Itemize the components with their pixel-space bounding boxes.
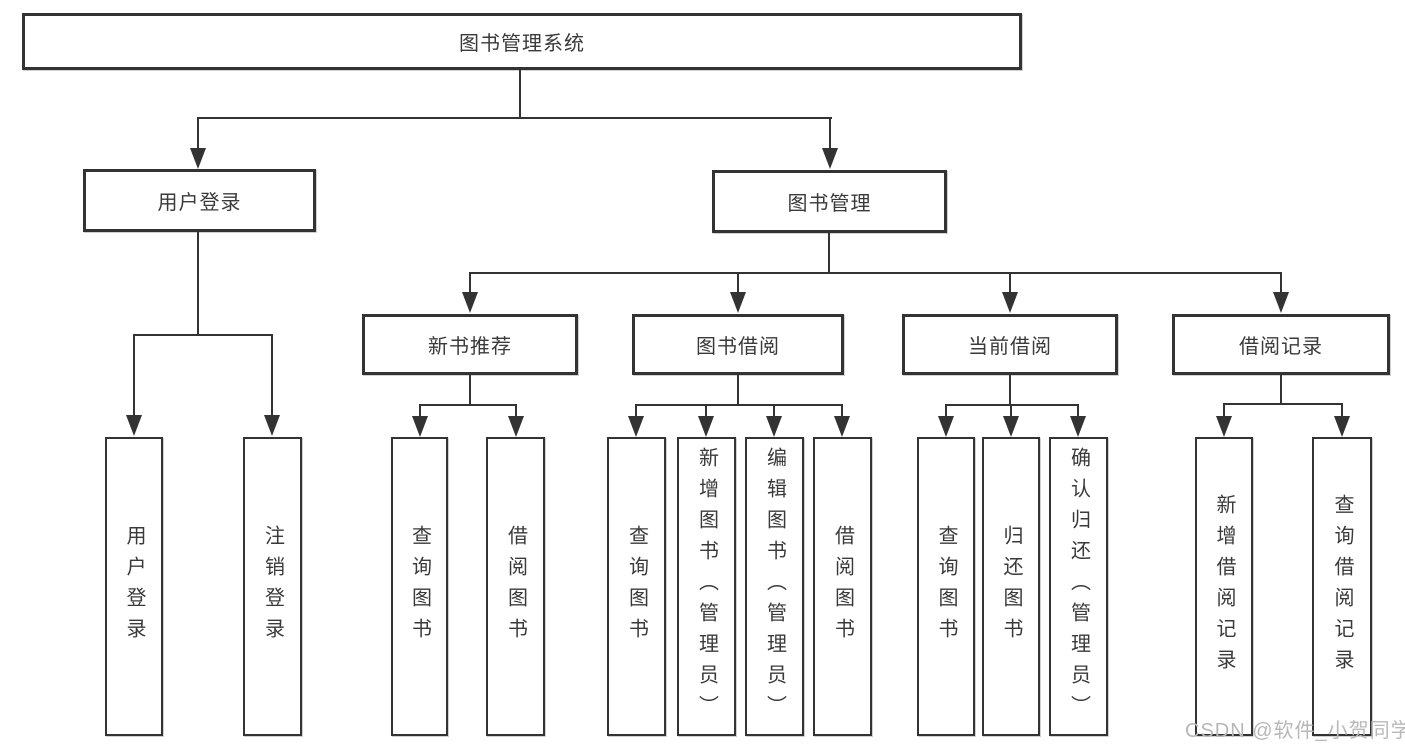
leaf-label: 编辑图书（管理员） [763,447,786,726]
connector-to-leaf [1223,403,1225,419]
connector-user-login-stub [197,232,199,335]
connector-to-leaf [1341,403,1343,419]
leaf-confirm-return-admin: 确认归还（管理员） [1049,437,1108,736]
connector-to-leaf [773,404,775,419]
connector-to-leaf [419,404,421,419]
leaf-label: 注销登录 [261,524,284,649]
leaf-add-borrow-record: 新增借阅记录 [1195,437,1253,736]
node-current-borrow: 当前借阅 [902,314,1118,375]
connector-to-new-book [469,272,471,296]
leaf-label: 查询图书 [625,524,648,649]
leaf-add-books-admin: 新增图书（管理员） [677,437,736,736]
connector-to-leaf [271,334,273,418]
arrow-down-icon [462,292,478,313]
leaf-label: 新增图书（管理员） [695,447,718,726]
arrow-down-icon [126,415,142,436]
node-user-login: 用户登录 [83,169,316,232]
connector-level2-hline [469,272,1282,274]
arrow-down-icon [190,148,206,169]
leaf-borrow-books: 借阅图书 [813,437,872,736]
connector-user-login-hline [133,334,273,336]
arrow-down-icon [264,415,280,436]
connector-book-borrow-stub [737,375,739,406]
connector-book-management-stub [828,233,830,274]
node-label: 图书管理 [787,193,872,215]
connector-current-borrow-hline [945,404,1079,406]
node-label: 图书管理系统 [459,33,585,55]
connector-to-leaf [945,404,947,419]
arrow-down-icon [628,416,644,437]
node-library-management-system: 图书管理系统 [22,13,1022,70]
leaf-query-books-borrow: 查询图书 [607,437,666,736]
arrow-down-icon [1334,416,1350,437]
connector-borrow-records-hline [1223,403,1343,405]
leaf-query-books-current: 查询图书 [917,437,975,736]
arrow-down-icon [730,292,746,313]
arrow-down-icon [938,416,954,437]
node-label: 用户登录 [157,192,242,214]
connector-to-user-login [197,117,199,151]
connector-to-leaf [841,404,843,419]
node-label: 当前借阅 [968,336,1052,358]
arrow-down-icon [766,416,782,437]
arrow-down-icon [412,416,428,437]
leaf-label: 查询图书 [935,524,957,649]
node-label: 新书推荐 [428,336,512,358]
leaf-logout: 注销登录 [243,437,302,736]
leaf-user-login: 用户登录 [105,437,163,736]
connector-to-book-management [829,117,831,151]
connector-new-book-hline [419,404,517,406]
connector-to-leaf [133,334,135,418]
leaf-label: 查询借阅记录 [1331,493,1353,680]
arrow-down-icon [1216,416,1232,437]
node-book-management: 图书管理 [712,170,947,233]
arrow-down-icon [1003,416,1019,437]
connector-level1-hline [197,117,832,119]
leaf-query-books-recommend: 查询图书 [391,437,448,736]
node-new-book-recommend: 新书推荐 [362,314,578,375]
leaf-query-borrow-record: 查询借阅记录 [1312,437,1372,736]
node-label: 借阅记录 [1239,336,1323,358]
connector-to-leaf [1077,404,1079,419]
connector-to-leaf [635,404,637,419]
csdn-watermark: CSDN @软件_小贺同学 [1185,720,1405,742]
arrow-down-icon [822,148,838,169]
leaf-borrow-books-recommend: 借阅图书 [486,437,545,736]
connector-to-leaf [705,404,707,419]
arrow-down-icon [508,416,524,437]
arrow-down-icon [1273,292,1289,313]
leaf-label: 确认归还（管理员） [1067,447,1090,726]
connector-to-current-borrow [1009,272,1011,296]
node-label: 图书借阅 [696,336,780,358]
leaf-return-books: 归还图书 [982,437,1040,736]
connector-borrow-records-stub [1280,375,1282,405]
leaf-edit-books-admin: 编辑图书（管理员） [745,437,804,736]
leaf-label: 借阅图书 [504,524,527,649]
node-book-borrow: 图书借阅 [632,314,844,375]
leaf-label: 用户登录 [123,524,145,649]
arrow-down-icon [1070,416,1086,437]
leaf-label: 新增借阅记录 [1213,493,1235,680]
leaf-label: 查询图书 [408,524,431,649]
node-borrow-records: 借阅记录 [1172,314,1390,375]
leaf-label: 归还图书 [1000,524,1022,649]
connector-to-leaf [1010,404,1012,419]
connector-root-stub [519,70,521,119]
connector-to-borrow-records [1280,272,1282,296]
arrow-down-icon [1002,292,1018,313]
connector-to-leaf [515,404,517,419]
leaf-label: 借阅图书 [831,524,854,649]
arrow-down-icon [698,416,714,437]
connector-current-borrow-stub [1009,375,1011,406]
connector-to-book-borrow [737,272,739,296]
arrow-down-icon [834,416,850,437]
connector-new-book-stub [469,375,471,406]
connector-book-borrow-hline [635,404,843,406]
